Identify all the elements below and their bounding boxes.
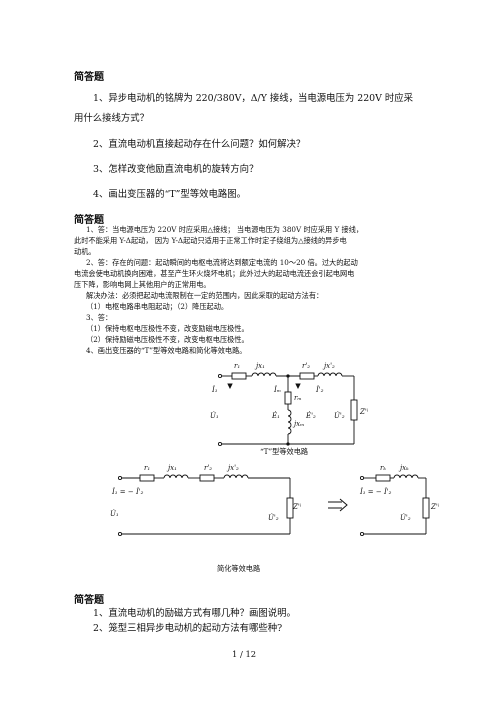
answer-3-line-2: （2）保持励磁电压极性不变，改变电枢电压极性。 (86, 335, 249, 344)
question-1-line-1: 1、异步电动机的铭牌为 220/380V，Δ/Y 接线，当电源电压为 220V … (93, 93, 414, 104)
section3-question-1: 1、直流电动机的励磁方式有哪几种？画图说明。 (93, 608, 296, 619)
jx1-label: jx₁ (166, 464, 177, 472)
simplified-circuit-right: rₖ jxₖ İ₁ = − İ'₂ U̇'₂ (359, 464, 430, 537)
question-1-line-2: 用什么接线方式？ (74, 113, 150, 124)
u2p-label: U̇'₂ (268, 514, 279, 522)
answers-heading: 简答题 (74, 215, 104, 226)
answer-2-line-5: （1）电枢电路串电阻起动；（2）降压起动。 (86, 302, 229, 311)
answer-4: 4、画出变压器的“T”型等效电路和简化等效电路。 (86, 346, 247, 355)
answer-3-line-1: （1）保持电枢电压极性不变，改变励磁电压极性。 (86, 324, 249, 333)
zl-label-right: Z'ⁱ (431, 503, 440, 511)
jxk-label: jxₖ (398, 464, 409, 472)
zl-label-left: Z'ⁱ (293, 503, 302, 511)
answer-1-line-2: 此时不能采用 Y-Δ起动， 因为 Y-Δ起动只适用于正常工作时定子绕组为△接线的… (74, 236, 347, 245)
u1-label: U̇₁ (210, 412, 219, 420)
answer-1-line-3: 动机。 (74, 247, 96, 256)
implies-arrow-icon (328, 498, 348, 512)
jx2p-label: jx'₂ (322, 362, 335, 370)
e1-label: Ė₁ (271, 411, 280, 420)
page-number: 1 / 12 (232, 649, 257, 659)
jx2p-label: jx'₂ (226, 464, 239, 472)
simplified-circuit-caption: 简化等效电路 (217, 564, 261, 573)
u1-label: U̇₁ (110, 510, 119, 518)
rm-label: rₘ (294, 394, 302, 402)
section3-question-2: 2、笼型三相异步电动机的起动方法有哪些种? (93, 623, 283, 634)
question-4: 4、画出变压器的“T”型等效电路图。 (93, 189, 247, 200)
section-heading: 简答题 (74, 72, 104, 83)
i1-label: İ₁ (211, 385, 218, 394)
answer-2-line-2: 电流会使电动机换向困难，甚至产生环火烧坏电机；此外过大的起动电流还会引起电网电 (74, 269, 355, 278)
question-2: 2、直流电动机直接起动存在什么问题？如何解决？ (93, 139, 306, 150)
jxm-label: jxₘ (292, 420, 304, 428)
r1-label: r₁ (234, 362, 240, 370)
answer-3-label: 3、答： (86, 313, 113, 322)
answer-2-line-3: 压下降，影响电网上其他用户的正常用电。 (74, 280, 211, 289)
jx1-label: jx₁ (254, 362, 265, 370)
u2p-label: U̇'₂ (400, 514, 411, 522)
question-3: 3、怎样改变他励直流电机的旋转方向？ (93, 164, 259, 175)
answer-2-line-4: 解决办法：必须把起动电流限制在一定的范围内，因此采取的起动方法有： (86, 291, 324, 300)
i2p-label: İ'₂ (315, 385, 324, 394)
section3-heading: 简答题 (74, 595, 104, 606)
im-label: İₘ (273, 385, 281, 394)
zl-label: Z'ⁱ (359, 408, 369, 416)
answer-1-line-1: 1、答：当电源电压为 220V 时应采用△接线； 当电源电压为 380V 时应采… (86, 225, 364, 234)
r1-label: r₁ (144, 464, 150, 472)
simplified-circuit-left: r₁ jx₁ r'₂ jx'₂ İ₁ = − İ'₂ U̇₁ U̇'₂ (110, 464, 294, 537)
u2p-label: U̇'₂ (334, 412, 345, 420)
current-label: İ₁ = − İ'₂ (111, 487, 144, 496)
answer-2-line-1: 2、答：存在的问题：起动瞬间的电枢电流将达到额定电流的 10～20 倍。过大的起… (86, 258, 358, 267)
t-circuit-caption: “T”型等效电路 (260, 447, 308, 456)
r2p-label: r'₂ (204, 464, 212, 472)
rk-label: rₖ (380, 464, 386, 472)
current-label: İ₁ = − İ'₂ (359, 487, 392, 496)
r2p-label: r'₂ (302, 362, 310, 370)
t-type-equivalent-circuit: r₁ jx₁ r'₂ jx'₂ rₘ jxₘ İ₁ İₘ İ'₂ U̇₁ Ė₁ … (210, 362, 369, 456)
e2p-label: Ė'₂ (305, 411, 316, 420)
